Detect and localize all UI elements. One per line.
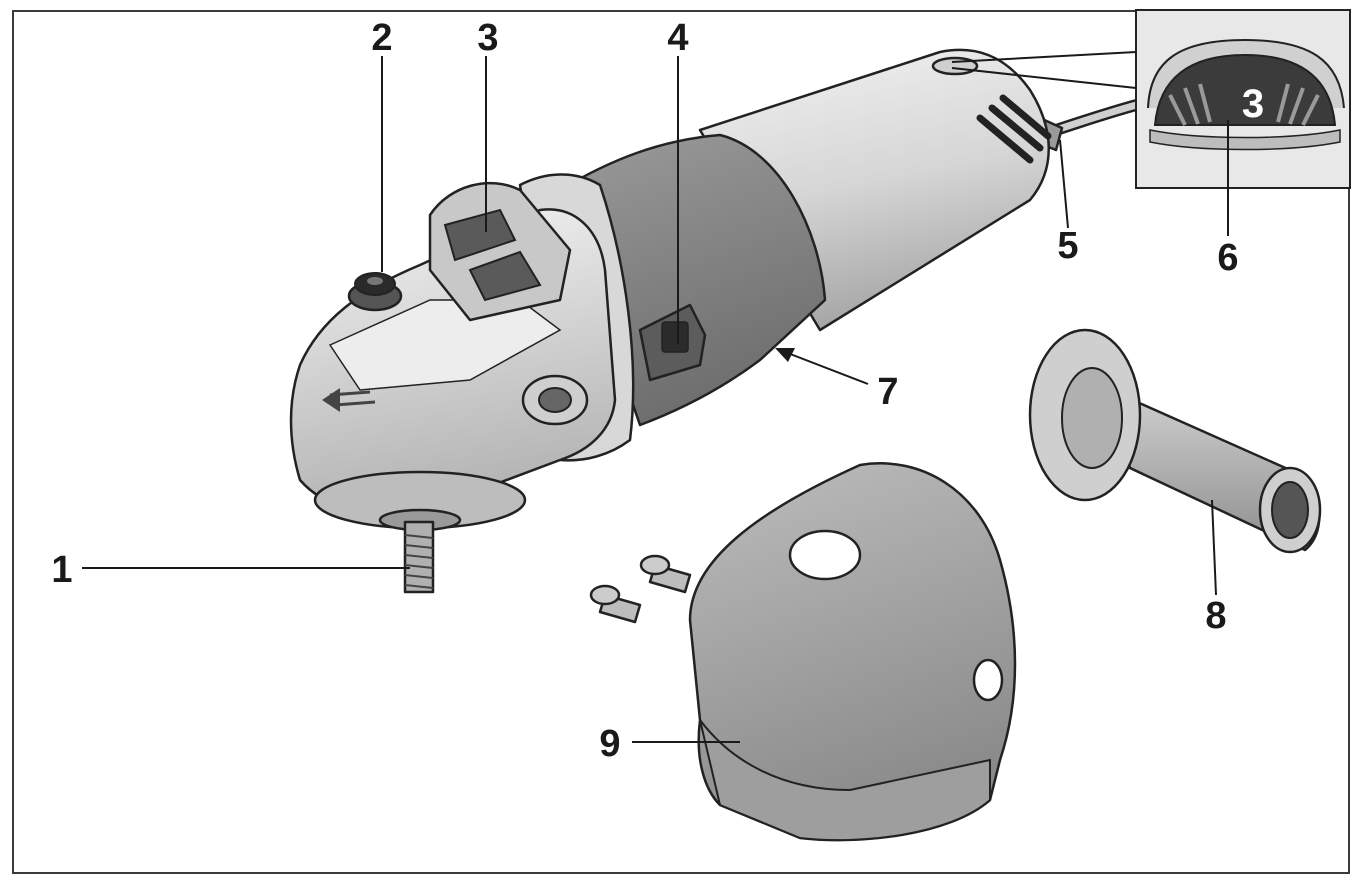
leader-7-arrowhead bbox=[775, 348, 795, 362]
callout-3: 3 bbox=[477, 17, 498, 59]
on-off-switch bbox=[638, 303, 707, 382]
callout-6: 6 bbox=[1217, 237, 1238, 279]
callout-1: 1 bbox=[51, 549, 72, 591]
air-vents bbox=[976, 94, 1052, 164]
handle-mount-thread bbox=[521, 374, 589, 426]
callout-4: 4 bbox=[667, 17, 688, 59]
protection-hood bbox=[688, 462, 1017, 842]
spindle-lock-button bbox=[347, 272, 403, 312]
auxiliary-handle bbox=[1028, 328, 1322, 554]
callout-7: 7 bbox=[877, 371, 898, 413]
leader-8 bbox=[1211, 499, 1217, 596]
callout-9: 9 bbox=[599, 723, 620, 765]
leader-7 bbox=[784, 351, 869, 385]
speed-dial-inset: 3 bbox=[1135, 9, 1351, 189]
callout-8: 8 bbox=[1205, 595, 1226, 637]
rotation-arrow-icon bbox=[322, 388, 376, 412]
protection-hood-screws bbox=[589, 554, 692, 624]
leader-5 bbox=[1059, 139, 1069, 229]
callout-5: 5 bbox=[1057, 225, 1078, 267]
callout-2: 2 bbox=[371, 17, 392, 59]
speed-dial-number: 3 bbox=[1242, 82, 1264, 126]
grinder-spindle bbox=[403, 520, 435, 594]
